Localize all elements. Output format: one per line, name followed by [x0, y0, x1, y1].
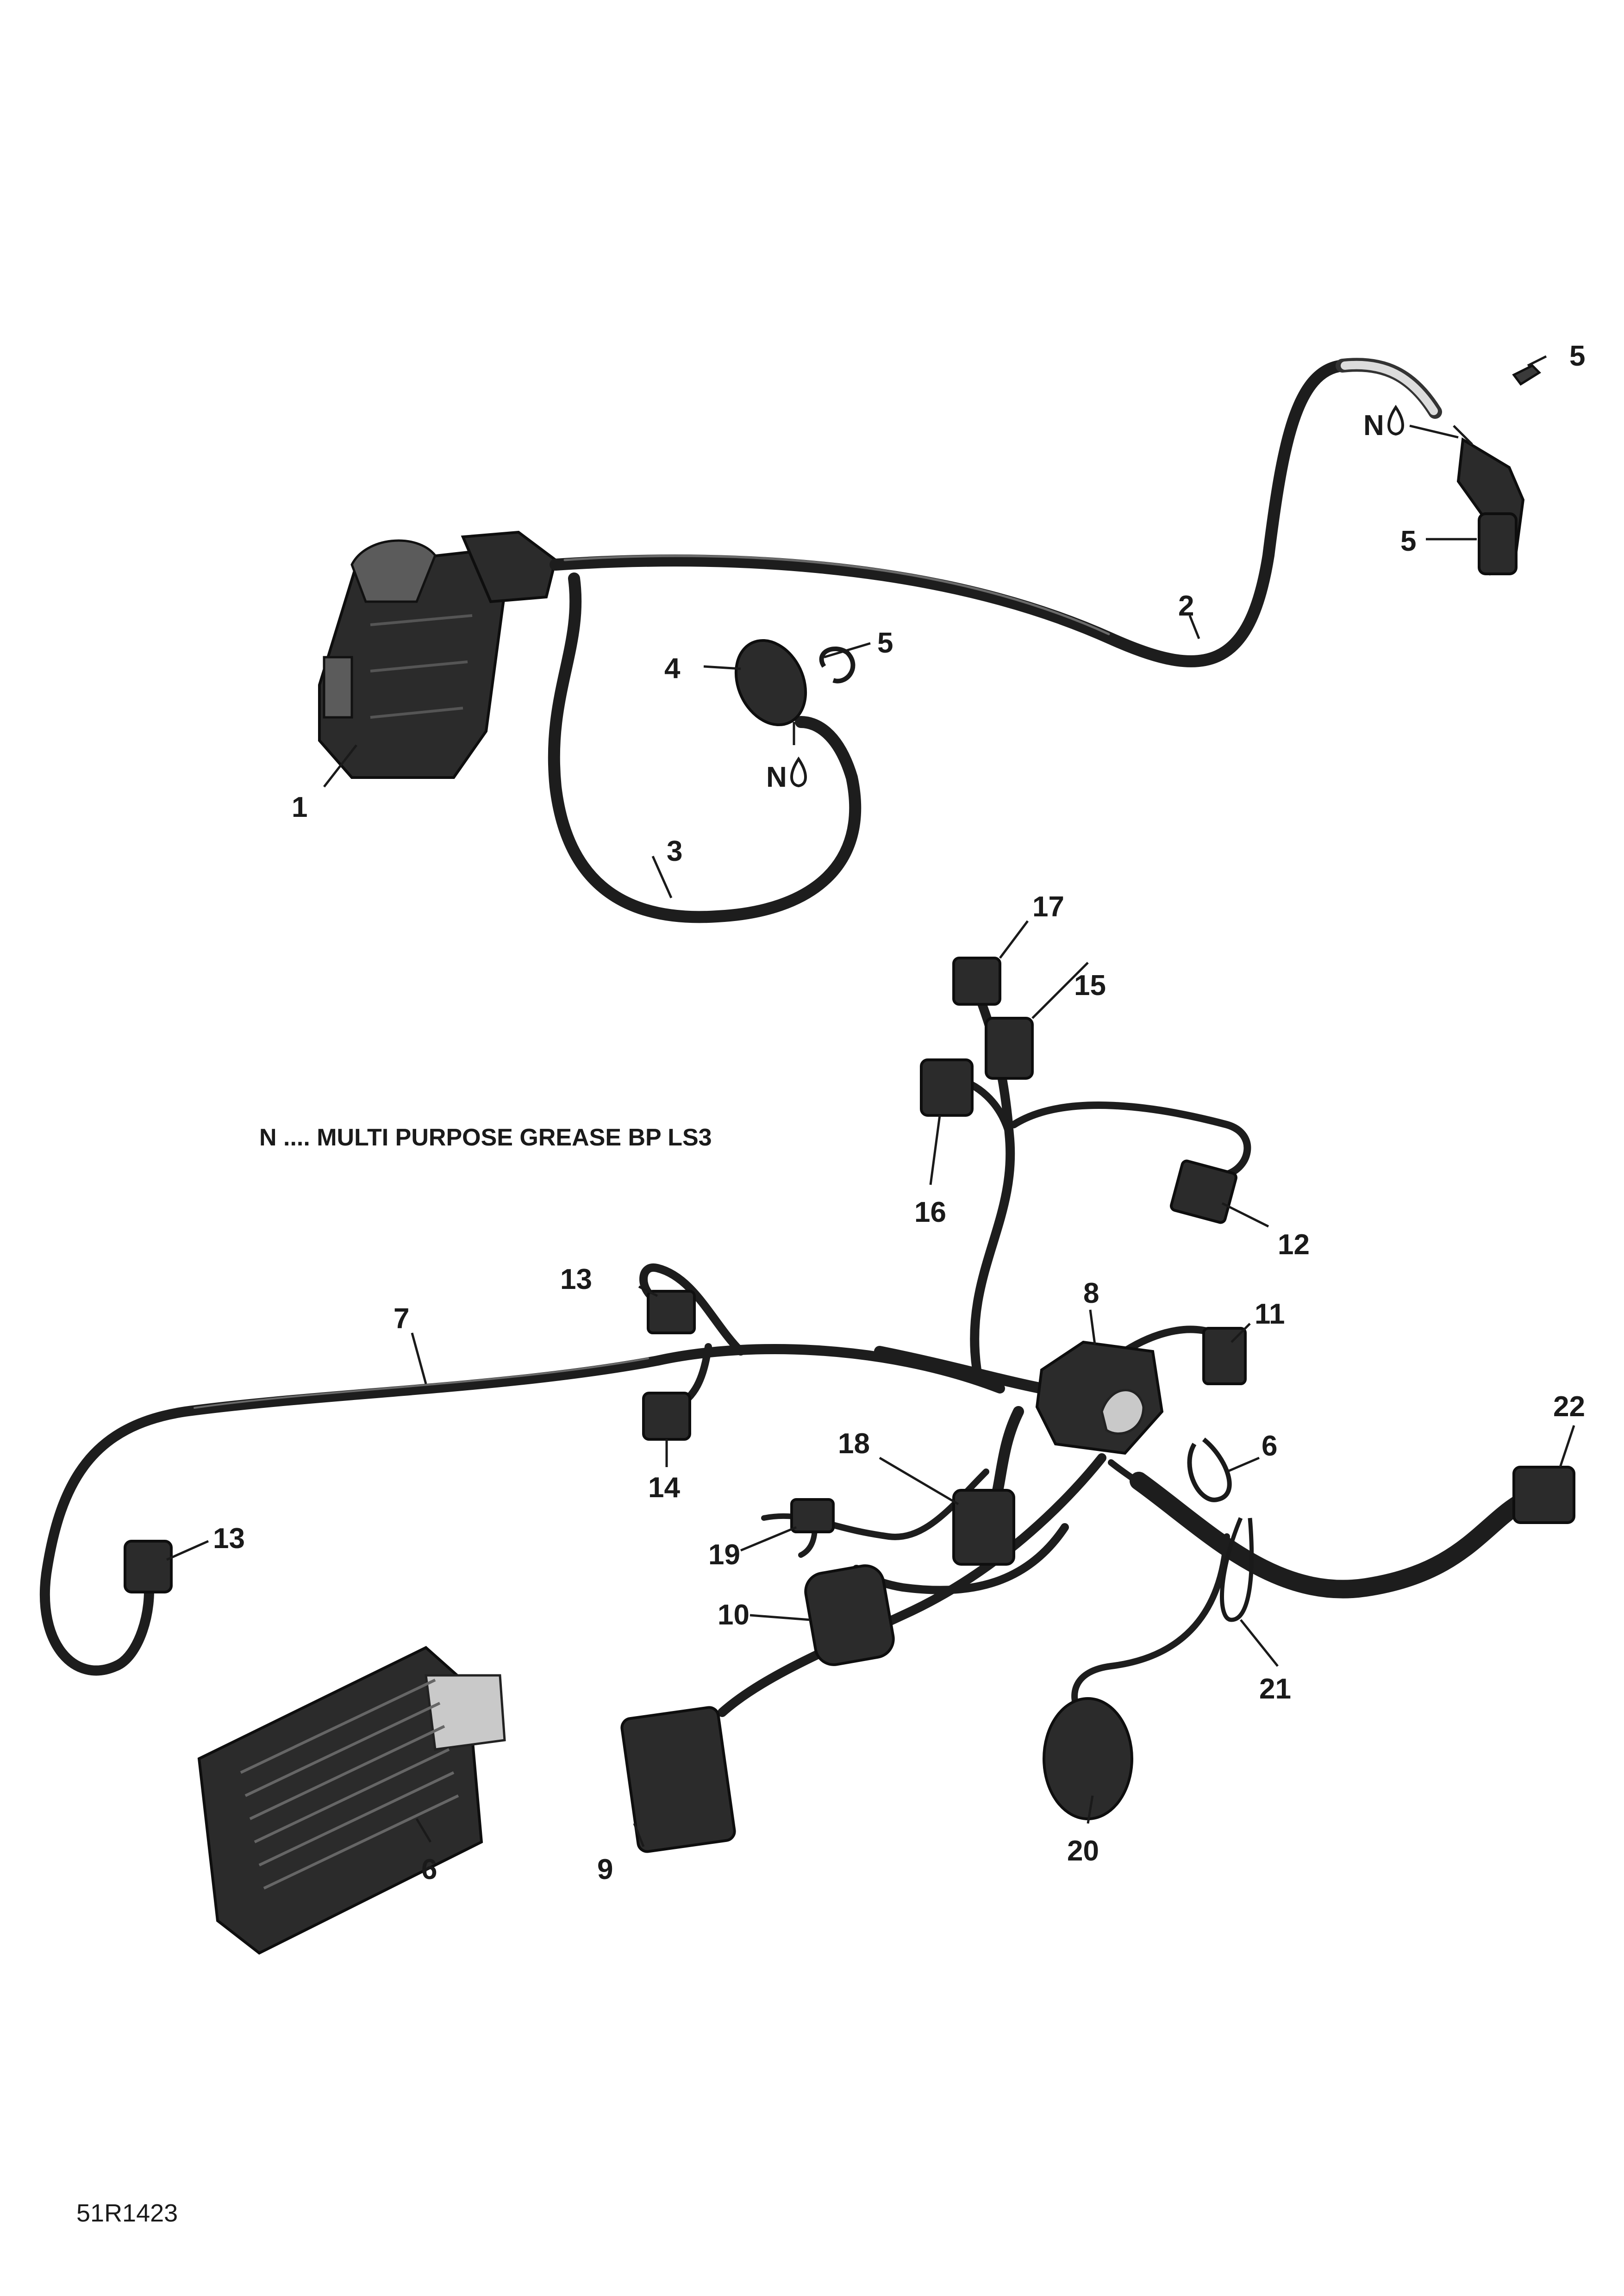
callout-17: 16 [914, 1196, 946, 1228]
grease-drop-icon [1387, 404, 1404, 436]
ignition-coil-assembly [318, 358, 1541, 923]
callout-3: 2 [1178, 590, 1194, 622]
relay-holder [1035, 1340, 1164, 1455]
callout-13-upper: 12 [1278, 1229, 1310, 1261]
cable-tie-7 [1187, 1437, 1232, 1502]
connector-23 [1512, 1466, 1575, 1524]
grease-marker-right: N [1363, 404, 1459, 442]
callouts: 1 2 3 4 5 5 5 6 6 7 8 9 10 11 12 13 13 1… [213, 340, 1585, 1885]
leader-lines [166, 355, 1575, 1847]
callout-1: 6 [421, 1854, 437, 1885]
figure-reference: 51R1423 [76, 2199, 178, 2227]
callout-4: 3 [667, 835, 682, 867]
wiring-harness [39, 957, 1575, 1955]
callout-12: 11 [1255, 1298, 1285, 1330]
callout-16: 15 [1074, 970, 1106, 1002]
callout-6-middle: 5 [877, 627, 893, 659]
callout-15: 14 [648, 1472, 680, 1504]
callout-21: 20 [1067, 1835, 1099, 1867]
callout-20: 19 [708, 1539, 740, 1571]
sensor-21 [1043, 1697, 1133, 1820]
grease-symbol: N [766, 761, 787, 793]
connector-13-lower [647, 1290, 696, 1334]
callout-13-lower: 13 [560, 1263, 592, 1295]
connector-19 [952, 1489, 1015, 1566]
grease-symbol: N [1363, 410, 1384, 442]
connector-12 [1202, 1327, 1247, 1385]
electronic-module [197, 1646, 506, 1955]
callout-11: 10 [718, 1599, 750, 1631]
callout-14: 13 [213, 1523, 245, 1555]
clip-middle [819, 646, 856, 684]
grease-drop-icon [790, 756, 807, 788]
spark-plug-cap-right [1456, 437, 1525, 576]
connector-10 [620, 1706, 736, 1853]
connector-11 [804, 1564, 895, 1666]
callout-9: 8 [1083, 1277, 1099, 1309]
grease-legend: N .... MULTI PURPOSE GREASE BP LS3 [259, 1124, 712, 1151]
callout-7: 6 [1262, 1430, 1277, 1462]
cable-tie-22 [1220, 1517, 1254, 1622]
connector-15 [642, 1392, 691, 1441]
callout-5-right: 5 [1400, 525, 1416, 557]
screw-right [1512, 364, 1541, 386]
callout-2: 1 [292, 791, 307, 823]
callout-8: 7 [394, 1303, 409, 1335]
ignition-coil [318, 530, 557, 779]
callout-19: 18 [838, 1428, 870, 1460]
grease-marker-middle: N [766, 756, 807, 793]
callout-10: 9 [597, 1854, 613, 1885]
callout-23: 22 [1553, 1391, 1585, 1423]
callout-22: 21 [1259, 1673, 1291, 1705]
connector-14 [124, 1540, 173, 1593]
connector-17 [920, 1058, 974, 1117]
spark-plug-cap-middle [734, 639, 807, 727]
callout-18: 17 [1032, 891, 1064, 923]
connector-20 [790, 1498, 835, 1533]
connector-16 [985, 1017, 1034, 1080]
connector-18 [952, 957, 1001, 1006]
connector-13-upper [1170, 1159, 1237, 1224]
callout-6-right: 5 [1569, 340, 1585, 372]
callout-5-middle: 4 [664, 653, 681, 684]
